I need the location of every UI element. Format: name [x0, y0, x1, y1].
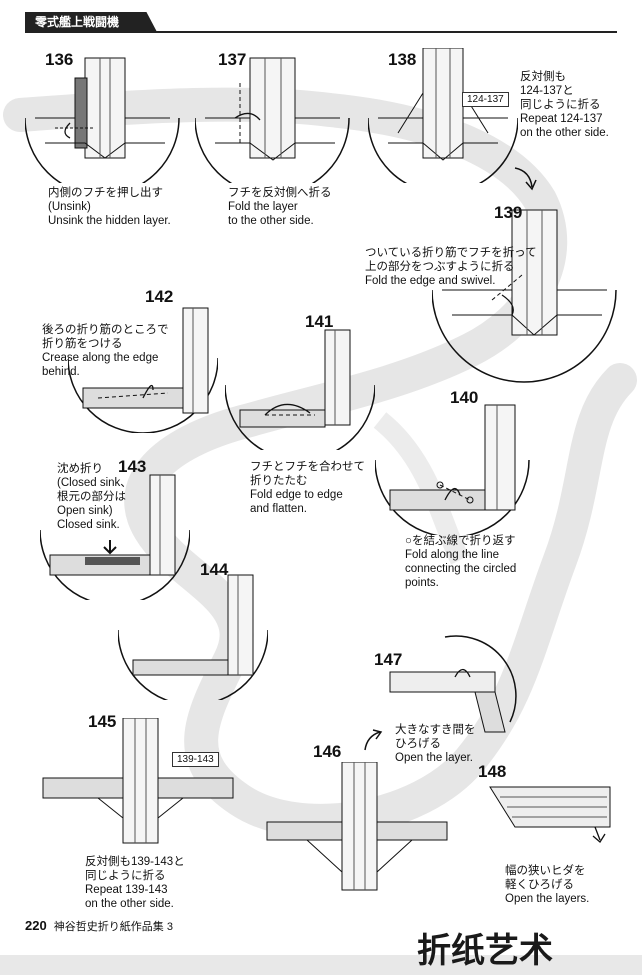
step-number-136: 136: [45, 50, 74, 69]
step-number-140: 140: [450, 388, 479, 407]
repeat-reference-124-137: 124-137: [462, 92, 509, 107]
step-140-caption: ○を結ぶ線で折り返す Fold along the line connectin…: [405, 535, 517, 589]
step-number-142: 142: [145, 287, 174, 306]
bottom-band: [0, 955, 642, 975]
step-number-138: 138: [388, 50, 417, 69]
step-number-143: 143: [118, 457, 147, 476]
step-144-diagram: [118, 574, 268, 700]
step-number-139: 139: [494, 203, 523, 222]
watermark-logo: 折纸艺术: [417, 931, 553, 971]
page-footer: 220 神谷哲史折り紙作品集 3: [25, 918, 173, 934]
step-145-diagram: [42, 718, 234, 844]
step-139-caption: ついている折り筋でフチを折って 上の部分をつぶすように折る Fold the e…: [365, 247, 537, 287]
step-136-diagram: [25, 57, 180, 183]
step-number-145: 145: [88, 712, 117, 731]
step-148-caption: 幅の狭いヒダを 軽くひろげる Open the layers.: [505, 865, 590, 905]
step-number-144: 144: [200, 560, 229, 579]
page-number: 220: [25, 918, 47, 933]
watermark-text: 折纸艺术: [417, 931, 553, 971]
step-138-caption: 反対側も 124-137と 同じように折る Repeat 124-137 on …: [520, 71, 609, 139]
step-141-caption: フチとフチを合わせて 折りたたむ Fold edge to edge and f…: [250, 461, 365, 515]
step-number-147: 147: [374, 650, 403, 669]
step-142-diagram: [68, 307, 218, 433]
flow-arrow-146-147: [364, 729, 383, 751]
chapter-title: 零式艦上戦闘機: [35, 15, 120, 29]
step-137-caption: フチを反対側へ折る Fold the layer to the other si…: [228, 187, 332, 227]
step-140-diagram: [375, 404, 530, 535]
repeat-reference-139-143: 139-143: [172, 752, 219, 767]
step-136-caption: 内側のフチを押し出す (Unsink) Unsink the hidden la…: [48, 187, 171, 227]
step-number-137: 137: [218, 50, 247, 69]
step-148-diagram: [489, 786, 611, 843]
step-143-caption: 沈め折り (Closed sink、 根元の部分は Open sink) Clo…: [57, 463, 132, 531]
step-number-148: 148: [478, 762, 507, 781]
step-number-146: 146: [313, 742, 342, 761]
book-title: 神谷哲史折り紙作品集 3: [53, 921, 173, 933]
step-147-caption: 大きなすき間を ひろげる Open the layer.: [395, 724, 476, 764]
step-139-diagram: [432, 209, 617, 383]
step-137-diagram: [195, 57, 350, 183]
step-147-diagram: [389, 635, 517, 733]
step-141-diagram: [225, 329, 375, 450]
step-142-caption: 後ろの折り筋のところで 折り筋をつける Crease along the edg…: [42, 324, 169, 378]
step-145-caption: 反対側も139-143と 同じように折る Repeat 139-143 on t…: [85, 856, 185, 910]
step-number-141: 141: [305, 312, 334, 331]
header-rule: [25, 31, 617, 33]
step-143-diagram: [40, 474, 190, 600]
step-146-diagram: [266, 762, 448, 891]
chapter-title-tab: 零式艦上戦闘機: [25, 12, 157, 32]
flow-arrow-138-139: [514, 167, 537, 191]
